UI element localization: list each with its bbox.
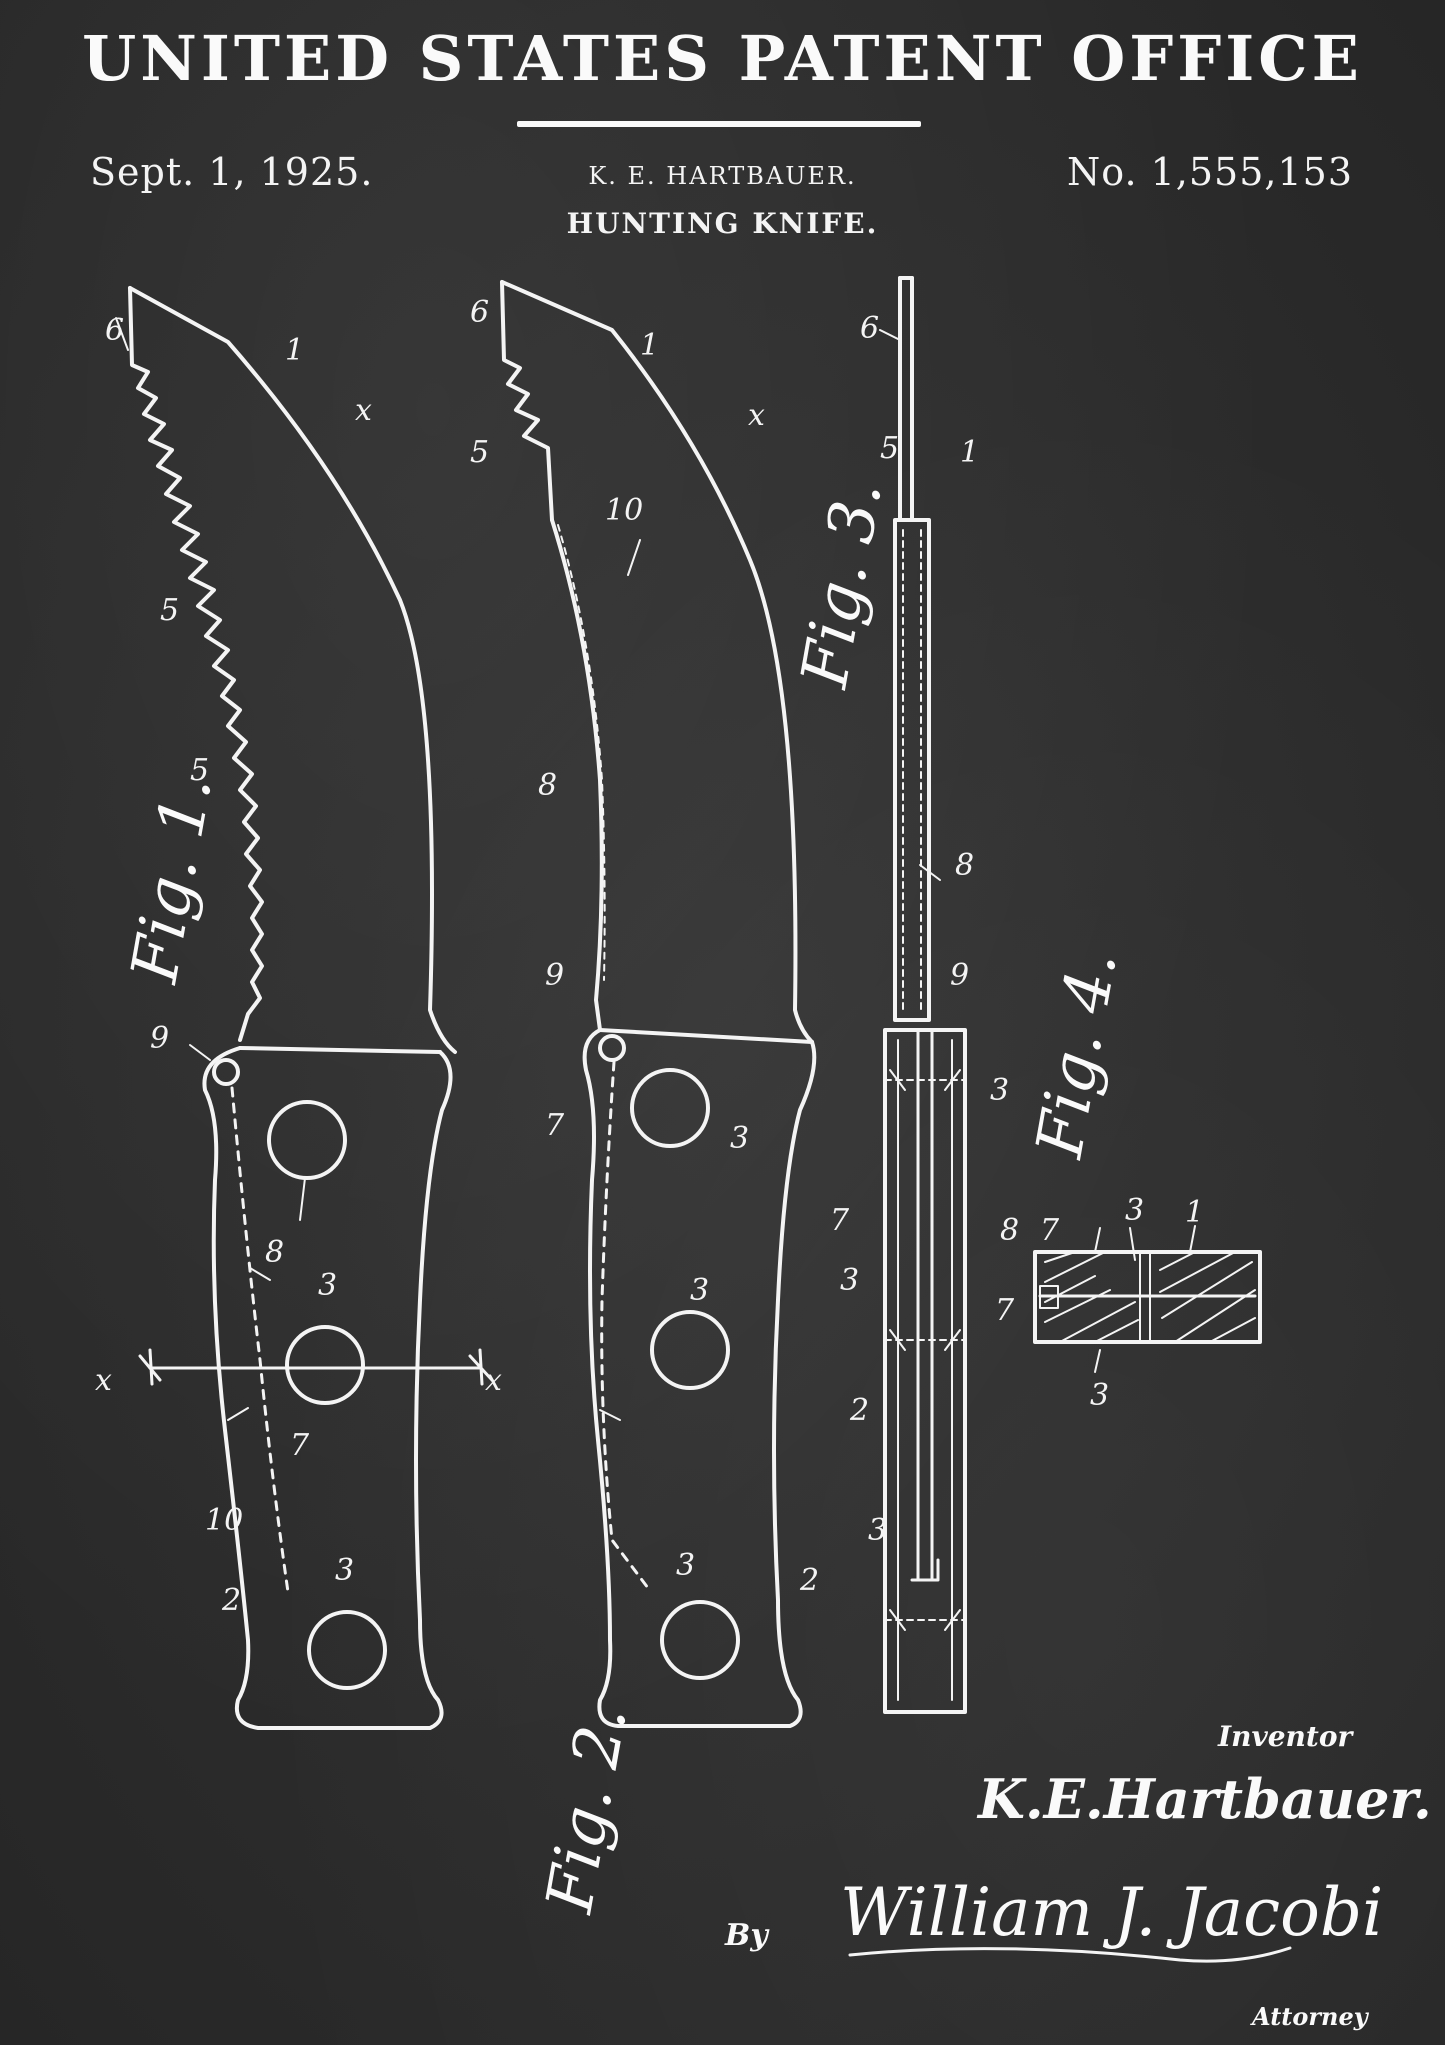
fig3-caption: Fig. 3. <box>788 475 897 693</box>
fig3-label-9: 9 <box>950 958 969 993</box>
fig4-label-3b: 3 <box>1090 1378 1109 1413</box>
fig3-knife-edge-view <box>879 276 967 1714</box>
by-label: By <box>724 1918 770 1953</box>
fig2-caption: Fig. 2. <box>533 1700 642 1918</box>
fig2-label-7: 7 <box>545 1108 565 1143</box>
fig3-label-5: 5 <box>880 431 899 466</box>
signature-flourish <box>848 1946 1292 1963</box>
fig3-label-3a: 3 <box>990 1073 1009 1108</box>
fig3-label-2: 2 <box>849 1393 869 1428</box>
fig1-label-2: 2 <box>221 1583 241 1618</box>
fig3-label-6: 6 <box>860 311 879 346</box>
fig1-label-6: 6 <box>105 313 124 348</box>
fig1-label-5a: 5 <box>160 593 179 628</box>
fig2-knife <box>500 280 817 1728</box>
fig2-label-3b: 3 <box>690 1273 709 1308</box>
fig2-label-9: 9 <box>545 958 564 993</box>
patent-number: No. 1,555,153 <box>1066 150 1353 194</box>
fig2-label-3a: 3 <box>730 1121 749 1156</box>
fig1-label-5b: 5 <box>190 753 209 788</box>
fig4-label-3a: 3 <box>1125 1193 1144 1228</box>
inventor-caption: Inventor <box>1217 1720 1355 1753</box>
fig3-label-3b: 3 <box>840 1263 859 1298</box>
fig2-label-3c: 3 <box>676 1548 695 1583</box>
fig4-label-7b: 7 <box>995 1293 1015 1328</box>
fig3-label-7: 7 <box>830 1203 850 1238</box>
fig4-label-1: 1 <box>1185 1195 1204 1230</box>
attorney-signature: William J. Jacobi <box>840 1874 1383 1951</box>
fig2-label-x: x <box>748 398 765 433</box>
fig1-knife <box>115 286 494 1730</box>
fig1-caption: Fig. 1. <box>118 770 227 988</box>
fig1-label-x-left: x <box>95 1363 112 1398</box>
fig1-label-9: 9 <box>150 1021 169 1056</box>
fig1-label-10: 10 <box>205 1503 243 1538</box>
fig1-label-7: 7 <box>290 1428 310 1463</box>
fig3-label-8: 8 <box>955 848 974 883</box>
fig1-label-x: x <box>355 393 372 428</box>
fig3-label-3c: 3 <box>868 1513 887 1548</box>
patent-date: Sept. 1, 1925. <box>90 150 374 194</box>
fig2-label-6: 6 <box>470 295 489 330</box>
attorney-caption: Attorney <box>1250 2002 1370 2031</box>
office-title: UNITED STATES PATENT OFFICE <box>82 22 1363 95</box>
fig1-label-x-right: x <box>485 1363 502 1398</box>
fig4-caption: Fig. 4. <box>1023 945 1132 1163</box>
fig1-label-1: 1 <box>285 333 304 368</box>
inventor-signature: K.E.Hartbauer. <box>976 1767 1432 1831</box>
fig2-label-8: 8 <box>538 768 557 803</box>
fig2-label-2: 2 <box>799 1563 819 1598</box>
title-divider <box>517 121 921 127</box>
fig3-label-1: 1 <box>960 435 979 470</box>
fig4-cross-section <box>1033 1225 1262 1373</box>
fig2-label-5: 5 <box>470 435 489 470</box>
fig1-label-3b: 3 <box>335 1553 354 1588</box>
fig4-label-7a: 7 <box>1040 1213 1060 1248</box>
fig1-label-8: 8 <box>265 1235 284 1270</box>
fig2-label-1: 1 <box>640 328 659 363</box>
fig2-label-10: 10 <box>605 493 643 528</box>
inventor-header: K. E. HARTBAUER. <box>588 162 857 190</box>
fig1-label-3a: 3 <box>318 1268 337 1303</box>
patent-subject: HUNTING KNIFE. <box>566 207 879 240</box>
fig4-label-8: 8 <box>1000 1213 1019 1248</box>
